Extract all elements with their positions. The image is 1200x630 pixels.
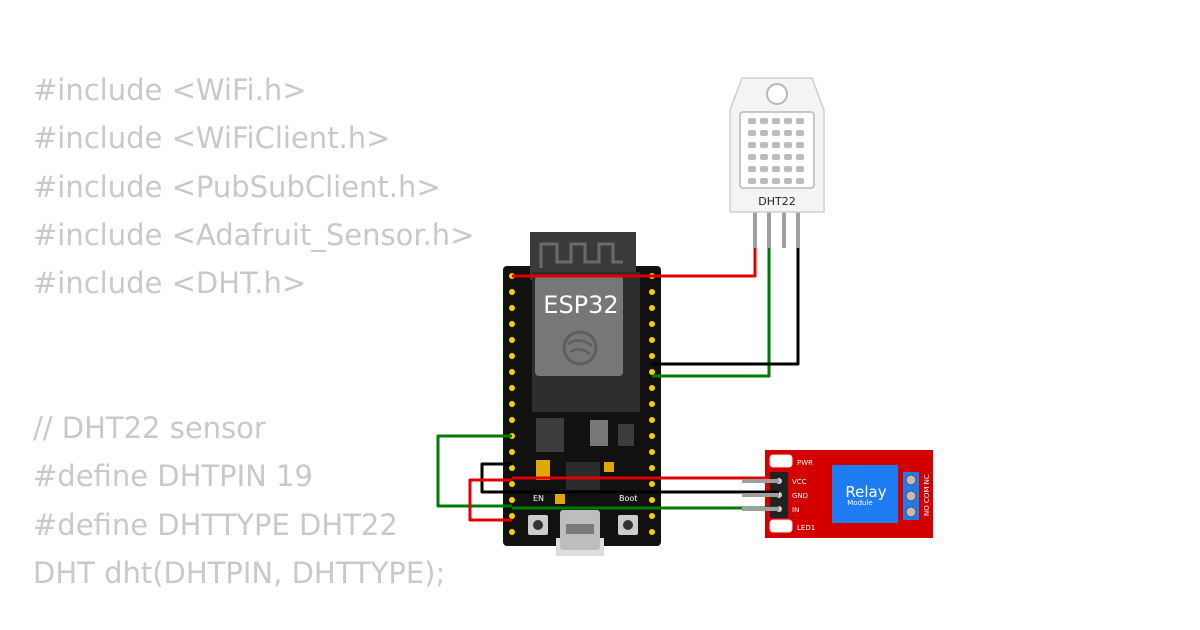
wire-relay-gnd: [480, 462, 779, 494]
led1: [769, 519, 793, 533]
code-line: DHT dht(DHTPIN, DHTTYPE);: [33, 555, 446, 590]
code-line: #include <WiFiClient.h>: [33, 121, 391, 156]
led1-label: LED1: [797, 524, 815, 532]
pin: [509, 369, 515, 375]
code-line: #include <Adafruit_Sensor.h>: [33, 217, 475, 252]
capacitor: [536, 460, 550, 480]
code-line: // DHT22 sensor: [33, 411, 266, 446]
pin: [509, 529, 515, 535]
esp32-shield: [535, 276, 623, 376]
pin: [649, 385, 655, 391]
pin: [509, 449, 515, 455]
in-label: IN: [792, 506, 799, 514]
pin: [649, 321, 655, 327]
boot-button-cap: [623, 520, 633, 530]
pin: [509, 465, 515, 471]
code-snippet: #include <WiFi.h> #include <WiFiClient.h>…: [33, 66, 474, 597]
pin: [509, 305, 515, 311]
pwr-label: PWR: [797, 459, 813, 467]
dht22-vent-slots: [748, 118, 804, 184]
dht22-label: DHT22: [758, 195, 795, 208]
pin: [649, 497, 655, 503]
code-line: #define DHTTYPE DHT22: [33, 507, 398, 542]
espressif-logo-waves: [567, 339, 593, 356]
dht22-mounting-hole: [766, 83, 788, 105]
pin: [649, 513, 655, 519]
pin: [649, 449, 655, 455]
pin: [649, 305, 655, 311]
wire-dht22-gnd: [652, 248, 800, 366]
code-line: #include <DHT.h>: [33, 266, 307, 301]
pin: [649, 337, 655, 343]
resistor: [555, 494, 565, 504]
boot-label: Boot: [619, 494, 637, 503]
pin: [509, 417, 515, 423]
vcc-label: VCC: [792, 478, 807, 486]
pin: [649, 481, 655, 487]
code-line: #include <PubSubClient.h>: [33, 169, 441, 204]
esp32-right-pins: [649, 273, 655, 535]
pin: [509, 337, 515, 343]
dht22-vent-panel: [739, 111, 815, 189]
espressif-logo-icon: [562, 330, 598, 366]
wire-dht22-vcc: [512, 248, 757, 278]
pin: [649, 465, 655, 471]
wire-relay-signal-loop: [436, 434, 512, 508]
wire-relay-vcc-loop: [468, 478, 512, 522]
component: [590, 420, 608, 446]
terminal-screw-icon: [905, 506, 917, 518]
dht22-sensor: DHT22: [729, 77, 825, 248]
esp32-label: ESP32: [543, 291, 618, 319]
dht22-vent-grid: [739, 111, 815, 189]
wire-dht22-data: [652, 248, 771, 378]
resistor: [604, 462, 614, 472]
relay-title: Relay: [845, 483, 886, 501]
relay-module: PWR LED1 VCC GND IN Relay Module NO COM …: [765, 450, 933, 538]
antenna-trace: [539, 242, 623, 268]
gnd-label: GND: [792, 492, 808, 500]
pwr-led: [769, 454, 793, 468]
en-button-cap: [533, 520, 543, 530]
usb-port-slot: [566, 524, 594, 534]
usb-chip: [566, 462, 600, 490]
pin: [649, 417, 655, 423]
relay-block: [832, 465, 898, 523]
terminal-screw-icon: [905, 490, 917, 502]
pin: [649, 401, 655, 407]
pin: [509, 385, 515, 391]
esp32-board: ESP32: [503, 232, 661, 556]
pin: [509, 401, 515, 407]
contacts-label: NO COM NC: [923, 474, 931, 516]
pin: [649, 529, 655, 535]
pin: [509, 481, 515, 487]
pin: [509, 497, 515, 503]
en-label: EN: [533, 494, 544, 503]
pin: [509, 513, 515, 519]
pin: [649, 353, 655, 359]
component: [618, 424, 634, 446]
esp32-left-pins: [509, 273, 515, 535]
pin: [649, 289, 655, 295]
pin: [649, 369, 655, 375]
code-line: #include <WiFi.h>: [33, 73, 307, 107]
relay-subtitle: Module: [847, 499, 872, 507]
pin: [509, 289, 515, 295]
pin: [509, 321, 515, 327]
code-line: #define DHTPIN 19: [33, 459, 313, 494]
pin: [509, 353, 515, 359]
pin: [649, 433, 655, 439]
terminal-screw-icon: [905, 474, 917, 486]
voltage-regulator: [536, 418, 564, 452]
